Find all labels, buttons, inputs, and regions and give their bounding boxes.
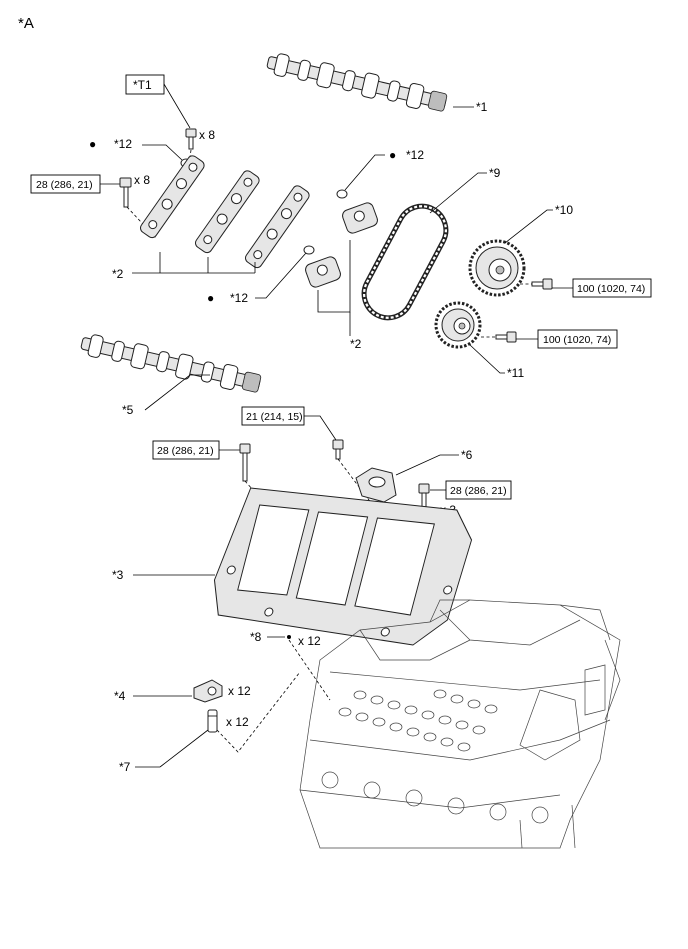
qty-p7: x 12 — [226, 715, 249, 729]
bearing-cap-1 — [140, 155, 205, 239]
bolt-icon — [418, 483, 430, 514]
torque-box-vvt-upper — [572, 278, 652, 298]
camshaft-housing — [213, 487, 473, 646]
qty-p4: x 12 — [228, 684, 251, 698]
camshaft-lower — [80, 334, 262, 393]
roller-rocker-arm-icon — [193, 679, 223, 703]
callout-12b: *12 — [406, 148, 424, 162]
bolt-icon — [239, 443, 251, 482]
callout-2b: *2 — [350, 337, 362, 351]
callout-12c: *12 — [230, 291, 248, 305]
torque-housing-right: 28 (286, 21) — [450, 485, 507, 497]
bolt-icon — [531, 278, 553, 290]
timing-chain — [361, 203, 449, 321]
small-bearing-cap-lower — [305, 256, 341, 288]
bullet-1: ● — [89, 137, 96, 151]
bullet-2: ● — [389, 148, 396, 162]
callout-11: *11 — [507, 366, 524, 380]
vvt-sprocket-upper — [468, 239, 526, 297]
torque-housing-left: 28 (286, 21) — [157, 445, 214, 457]
torque-box-vvt-lower — [537, 329, 618, 349]
cylinder-head-assembly — [299, 599, 621, 849]
torque-vvt-upper: 100 (1020, 74) — [577, 283, 645, 295]
valve-lash-adjuster-icon — [287, 635, 291, 639]
callout-8: *8 — [250, 630, 262, 644]
vvt-sprocket-lower — [434, 301, 482, 349]
bolt-icon — [119, 177, 132, 208]
callout-9: *9 — [489, 166, 501, 180]
callout-2a: *2 — [112, 267, 124, 281]
bolt-icon — [185, 128, 197, 150]
camshaft-upper — [266, 53, 448, 112]
torque-vvt-lower: 100 (1020, 74) — [543, 334, 611, 346]
chain-tensioner-bracket — [355, 467, 397, 503]
small-bearing-cap-upper — [342, 202, 378, 234]
o-ring-icon — [303, 245, 315, 255]
callout-4: *4 — [114, 689, 126, 703]
valve-springs — [338, 689, 498, 752]
callout-5: *5 — [122, 403, 134, 417]
callout-1: *1 — [476, 100, 488, 114]
callout-7: *7 — [119, 760, 131, 774]
callout-10: *10 — [555, 203, 573, 217]
bearing-cap-2 — [195, 170, 260, 254]
callout-12a: *12 — [114, 137, 132, 151]
torque-cap-bolt: 28 (286, 21) — [36, 179, 93, 191]
tool-label: *T1 — [133, 78, 152, 92]
qty-bolt-top: x 8 — [199, 128, 215, 142]
view-label: *A — [18, 15, 34, 32]
qty-p8: x 12 — [298, 634, 321, 648]
callout-6: *6 — [461, 448, 473, 462]
bullet-3: ● — [207, 291, 214, 305]
callout-3: *3 — [112, 568, 124, 582]
lash-adjuster-icon — [207, 709, 218, 733]
o-ring-icon — [336, 189, 348, 199]
bolt-icon — [495, 331, 517, 343]
bearing-cap-3 — [245, 185, 310, 269]
torque-housing-small: 21 (214, 15) — [246, 411, 303, 423]
bolt-icon — [332, 439, 344, 460]
qty-bolt-left: x 8 — [134, 173, 150, 187]
